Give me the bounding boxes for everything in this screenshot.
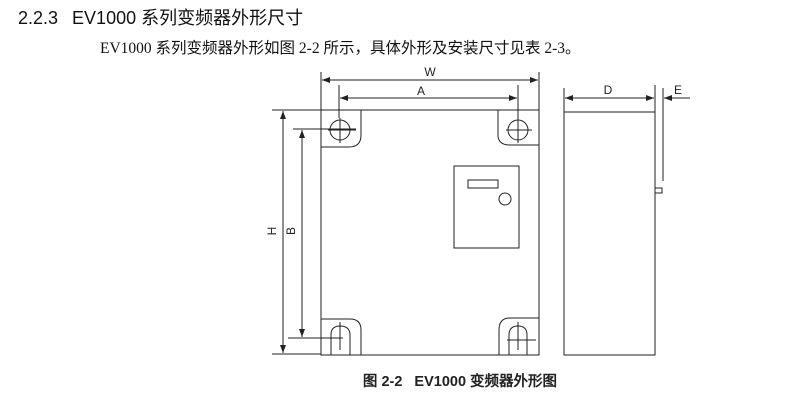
- dimension-label-a: A: [417, 84, 425, 98]
- dimension-lines: W A H B: [265, 65, 540, 355]
- dimension-label-b: B: [284, 227, 298, 235]
- figure-caption: 图 2-2 EV1000 变频器外形图: [0, 370, 800, 391]
- dimension-label-h: H: [265, 227, 279, 236]
- figure-number: 图 2-2: [362, 374, 403, 390]
- keypad-panel: [453, 165, 520, 249]
- dimension-label-w: W: [424, 65, 436, 79]
- section-number: 2.2.3: [18, 8, 59, 28]
- dimension-label-e: E: [674, 83, 682, 97]
- section-heading: 2.2.3 EV1000 系列变频器外形尺寸: [18, 4, 303, 30]
- section-title: EV1000 系列变频器外形尺寸: [72, 8, 304, 28]
- dimension-label-d: D: [604, 83, 613, 97]
- body-paragraph: EV1000 系列变频器外形如图 2-2 所示，具体外形及安装尺寸见表 2-3。: [100, 40, 581, 57]
- knob: [498, 192, 512, 206]
- display-window: [467, 179, 499, 189]
- side-view: D E: [563, 83, 690, 356]
- front-view: [320, 109, 540, 356]
- figure-title: EV1000 变频器外形图: [414, 374, 558, 390]
